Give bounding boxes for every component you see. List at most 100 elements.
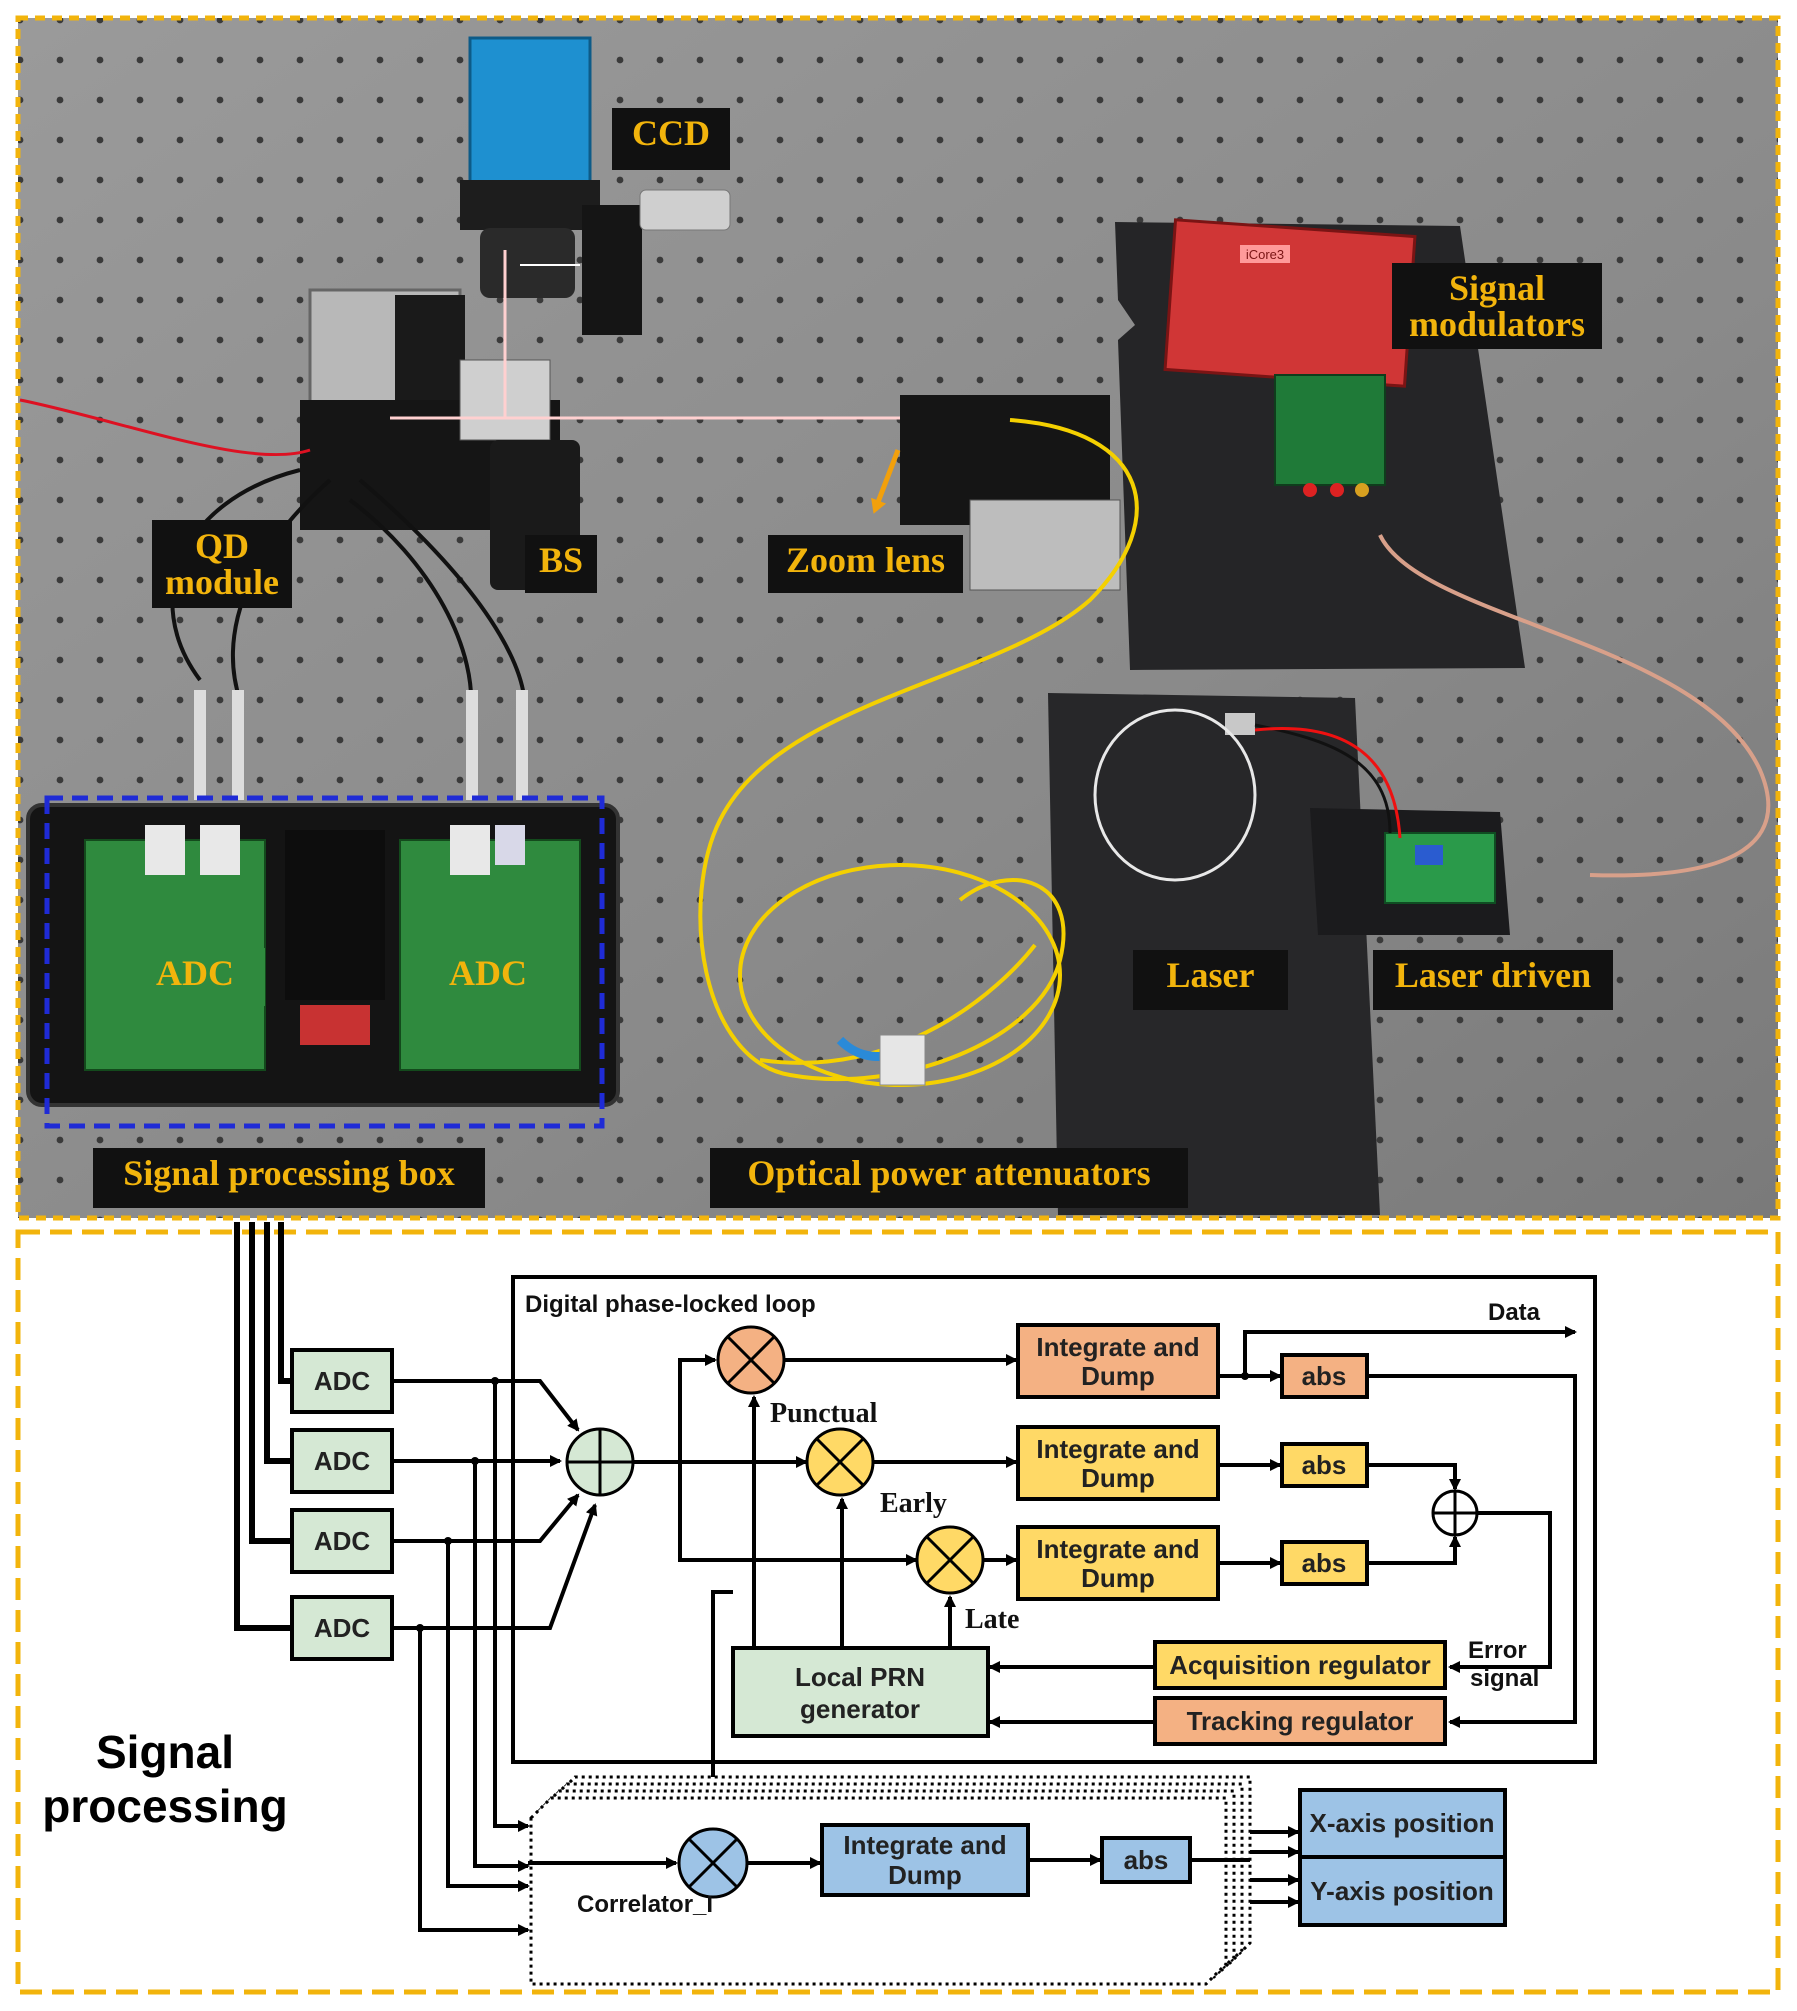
- multipliers: [716, 1325, 985, 1595]
- label-ccd: CCD: [612, 108, 730, 170]
- dac-board: [1274, 374, 1386, 486]
- attenuator-block: [879, 1034, 926, 1086]
- acquisition-regulator: [1153, 1640, 1447, 1690]
- int-top-line2: Dump: [1081, 1361, 1155, 1391]
- sma-3: [1355, 483, 1369, 497]
- zoom-stage: [969, 499, 1121, 591]
- corr-abs-label: abs: [1124, 1845, 1169, 1875]
- red-cable: [19, 398, 311, 457]
- sma-2: [1330, 483, 1344, 497]
- data-output-line: [1218, 1326, 1577, 1378]
- label-ccd-text: CCD: [632, 113, 710, 153]
- abs-e-to-err: [1367, 1535, 1461, 1565]
- qd-mount: [395, 295, 465, 415]
- int-p-line1: Integrate and: [1036, 1434, 1199, 1464]
- local-prn-generator: [731, 1646, 990, 1738]
- label-signal-modulators-text-2: modulators: [1408, 304, 1585, 344]
- dpll-title: Digital phase-locked loop: [525, 1291, 816, 1318]
- abs-top: [1280, 1353, 1369, 1399]
- label-spb-text: Signal processing box: [123, 1153, 455, 1193]
- x-axis-position: [1298, 1788, 1507, 1859]
- dpll-frame: [511, 1275, 1597, 1764]
- box-cables: [234, 1222, 292, 1631]
- sum-to-mult-early: [678, 1462, 918, 1566]
- error-label-1: Error: [1468, 1637, 1527, 1664]
- label-zoom-lens: Zoom lens: [768, 535, 963, 593]
- fpga-shield: [285, 830, 385, 1000]
- fpga-board-text: iCore3: [1246, 247, 1284, 262]
- adc3-to-sum: [392, 1493, 580, 1543]
- data-label: Data: [1488, 1299, 1541, 1326]
- ccd-adapter: [460, 180, 600, 230]
- error-label-2: signal: [1470, 1665, 1539, 1692]
- int-e-line2: Dump: [1081, 1563, 1155, 1593]
- experimental-setup-photo: iCore3: [15, 15, 1781, 1221]
- abs-p-to-err: [1367, 1463, 1461, 1491]
- diode-lead-black: [1254, 723, 1392, 834]
- y-axis-label: Y-axis position: [1310, 1876, 1494, 1906]
- data-junction: [1241, 1372, 1249, 1380]
- micrometer: [639, 189, 731, 231]
- label-laser-driven-text: Laser driven: [1394, 955, 1592, 995]
- abs-e-label: abs: [1302, 1548, 1347, 1578]
- position-arrows: [1190, 1826, 1300, 1908]
- ccd-lens: [480, 228, 575, 298]
- integrate-dump-early: [1016, 1525, 1220, 1601]
- diode-lead-red: [1254, 727, 1402, 839]
- int-p-line2: Dump: [1081, 1463, 1155, 1493]
- label-adc-right-text: ADC: [449, 953, 527, 993]
- early-label: Early: [880, 1488, 947, 1519]
- label-signal-processing-box: Signal processing box: [93, 1148, 485, 1208]
- label-bs: BS: [525, 535, 597, 593]
- fpga-logo: [1240, 245, 1290, 263]
- abs-p-label: abs: [1302, 1450, 1347, 1480]
- signal-processing-title-1: Signal: [96, 1726, 234, 1778]
- prn-label-1: Local PRN: [795, 1662, 925, 1692]
- laser-driver-board: [1384, 832, 1496, 904]
- correlator-taps: [418, 1381, 678, 1936]
- y-axis-position: [1298, 1855, 1507, 1927]
- adc-block-4-label: ADC: [314, 1613, 371, 1643]
- white-fiber-loop: [1093, 708, 1257, 882]
- err-to-acq: [1448, 1511, 1552, 1673]
- corr-int-line1: Integrate and: [843, 1830, 1006, 1860]
- abs-top-to-track: [1367, 1374, 1577, 1728]
- adc-block-2-label: ADC: [314, 1446, 371, 1476]
- prn-label-2: generator: [800, 1694, 920, 1724]
- sum-to-mult-top: [633, 1354, 717, 1464]
- adc-block-3: [290, 1508, 394, 1574]
- x-axis-label: X-axis position: [1310, 1808, 1495, 1838]
- sma-1: [1303, 483, 1317, 497]
- signal-processing-title-2: processing: [42, 1780, 287, 1832]
- driver-pot: [1415, 845, 1443, 865]
- label-adc-right: ADC: [418, 948, 558, 1006]
- int-top-line1: Integrate and: [1036, 1332, 1199, 1362]
- late-label: Late: [965, 1604, 1019, 1635]
- correlator-integrate: [820, 1823, 1030, 1897]
- label-zoom-text: Zoom lens: [785, 540, 945, 580]
- processing-box-outline: [44, 795, 605, 1129]
- ccd-stage: [582, 205, 642, 335]
- adc-block-1-label: ADC: [314, 1366, 371, 1396]
- coax-cable: [1378, 534, 1771, 878]
- adc-block-3-label: ADC: [314, 1526, 371, 1556]
- sma-white-4: [495, 825, 525, 865]
- label-bs-text: BS: [538, 540, 584, 580]
- adc1-to-sum: [392, 1379, 580, 1432]
- label-qd-text-1: QD: [195, 526, 249, 566]
- prn-to-correlator: [707, 1590, 733, 1805]
- int-e-line1: Integrate and: [1036, 1534, 1199, 1564]
- label-laser-driven: Laser driven: [1373, 950, 1613, 1010]
- label-laser: Laser: [1133, 950, 1288, 1010]
- integrate-dump-top: [1016, 1323, 1220, 1399]
- adc-block-4: [290, 1595, 394, 1661]
- label-qd-text-2: module: [164, 562, 279, 602]
- label-optical-power-attenuators: Optical power attenuators: [710, 1148, 1188, 1208]
- acquisition-regulator-label: Acquisition regulator: [1169, 1650, 1430, 1680]
- label-opa-text: Optical power attenuators: [747, 1153, 1151, 1193]
- label-signal-modulators-text-1: Signal: [1448, 268, 1546, 308]
- laser-diode: [1225, 713, 1255, 735]
